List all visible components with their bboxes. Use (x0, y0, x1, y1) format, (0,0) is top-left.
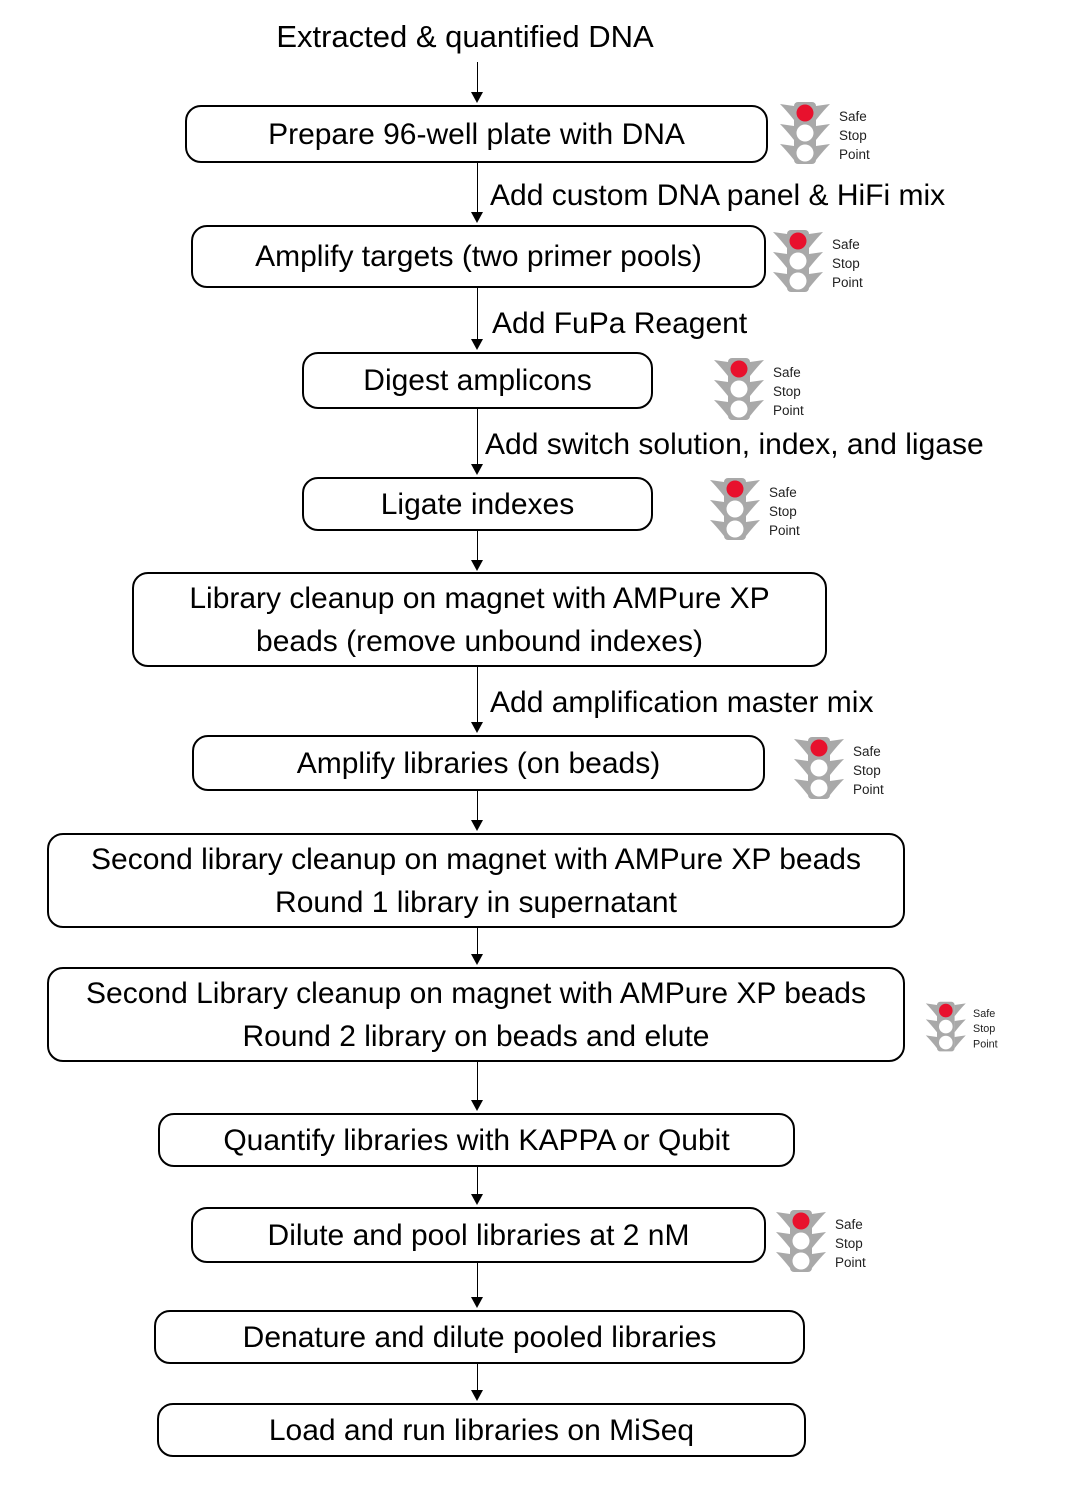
safe-stop-point-label: Safe Stop Point (773, 363, 804, 420)
safe-stop-point-label: Safe Stop Point (839, 107, 870, 164)
safe-stop-line-3: Point (769, 523, 800, 538)
safe-stop-point-indicator: Safe Stop Point (925, 1001, 998, 1056)
safe-stop-line-1: Safe (835, 1217, 863, 1232)
step-dilute-pool-libraries: Dilute and pool libraries at 2 nM (191, 1207, 766, 1263)
safe-stop-point-indicator: Safe Stop Point (772, 229, 863, 298)
safe-stop-line-2: Stop (839, 128, 867, 143)
edge-label-add-fupa: Add FuPa Reagent (492, 307, 748, 340)
flow-arrow (471, 163, 484, 223)
safe-stop-line-2: Stop (769, 504, 797, 519)
flow-arrow (471, 1167, 484, 1205)
safe-stop-point-indicator: Safe Stop Point (713, 357, 804, 426)
step-second-cleanup-round1: Second library cleanup on magnet with AM… (47, 833, 905, 928)
traffic-light-icon (713, 357, 765, 426)
step-second-cleanup-round2: Second Library cleanup on magnet with AM… (47, 967, 905, 1062)
traffic-light-icon (793, 736, 845, 805)
safe-stop-line-3: Point (835, 1255, 866, 1270)
safe-stop-line-1: Safe (769, 485, 797, 500)
traffic-light-icon (772, 229, 824, 298)
safe-stop-line-3: Point (973, 1037, 998, 1050)
safe-stop-line-3: Point (773, 403, 804, 418)
step-digest-amplicons: Digest amplicons (302, 352, 653, 409)
traffic-light-icon (925, 1001, 967, 1056)
start-node-label: Extracted & quantified DNA (276, 19, 654, 54)
safe-stop-point-indicator: Safe Stop Point (779, 101, 870, 170)
safe-stop-point-label: Safe Stop Point (832, 235, 863, 292)
step-ligate-indexes: Ligate indexes (302, 477, 653, 531)
step-amplify-targets: Amplify targets (two primer pools) (191, 225, 766, 288)
traffic-light-icon (775, 1209, 827, 1278)
safe-stop-line-1: Safe (832, 237, 860, 252)
safe-stop-point-label: Safe Stop Point (769, 483, 800, 540)
edge-label-add-panel-hifi: Add custom DNA panel & HiFi mix (490, 179, 946, 212)
flow-arrow (471, 62, 484, 103)
flow-arrow (471, 409, 484, 475)
safe-stop-point-indicator: Safe Stop Point (775, 1209, 866, 1278)
safe-stop-line-1: Safe (773, 365, 801, 380)
step-denature-dilute: Denature and dilute pooled libraries (154, 1310, 805, 1364)
flow-arrow (471, 791, 484, 831)
safe-stop-line-2: Stop (773, 384, 801, 399)
safe-stop-line-1: Safe (853, 744, 881, 759)
step-load-run-miseq: Load and run libraries on MiSeq (157, 1403, 806, 1457)
step-quantify-libraries: Quantify libraries with KAPPA or Qubit (158, 1113, 795, 1167)
safe-stop-point-label: Safe Stop Point (835, 1215, 866, 1272)
flow-arrow (471, 1062, 484, 1111)
safe-stop-point-indicator: Safe Stop Point (709, 477, 800, 546)
step-library-cleanup: Library cleanup on magnet with AMPure XP… (132, 572, 827, 667)
flow-arrow (471, 288, 484, 350)
flow-arrow (471, 1263, 484, 1308)
traffic-light-icon (779, 101, 831, 170)
edge-label-add-switch-index: Add switch solution, index, and ligase (485, 428, 984, 461)
safe-stop-line-1: Safe (973, 1007, 996, 1020)
flow-arrow (471, 928, 484, 965)
edge-label-add-master-mix: Add amplification master mix (490, 686, 874, 719)
safe-stop-line-2: Stop (973, 1022, 996, 1035)
safe-stop-line-3: Point (832, 275, 863, 290)
step-prepare-plate: Prepare 96-well plate with DNA (185, 105, 768, 163)
safe-stop-point-indicator: Safe Stop Point (793, 736, 884, 805)
step-amplify-libraries: Amplify libraries (on beads) (192, 735, 765, 791)
traffic-light-icon (709, 477, 761, 546)
safe-stop-point-label: Safe Stop Point (973, 1006, 998, 1052)
safe-stop-line-2: Stop (835, 1236, 863, 1251)
safe-stop-point-label: Safe Stop Point (853, 742, 884, 799)
safe-stop-line-2: Stop (832, 256, 860, 271)
safe-stop-line-3: Point (839, 147, 870, 162)
flow-arrow (471, 1364, 484, 1401)
flow-arrow (471, 667, 484, 733)
flow-arrow (471, 531, 484, 571)
safe-stop-line-3: Point (853, 782, 884, 797)
safe-stop-line-2: Stop (853, 763, 881, 778)
safe-stop-line-1: Safe (839, 109, 867, 124)
